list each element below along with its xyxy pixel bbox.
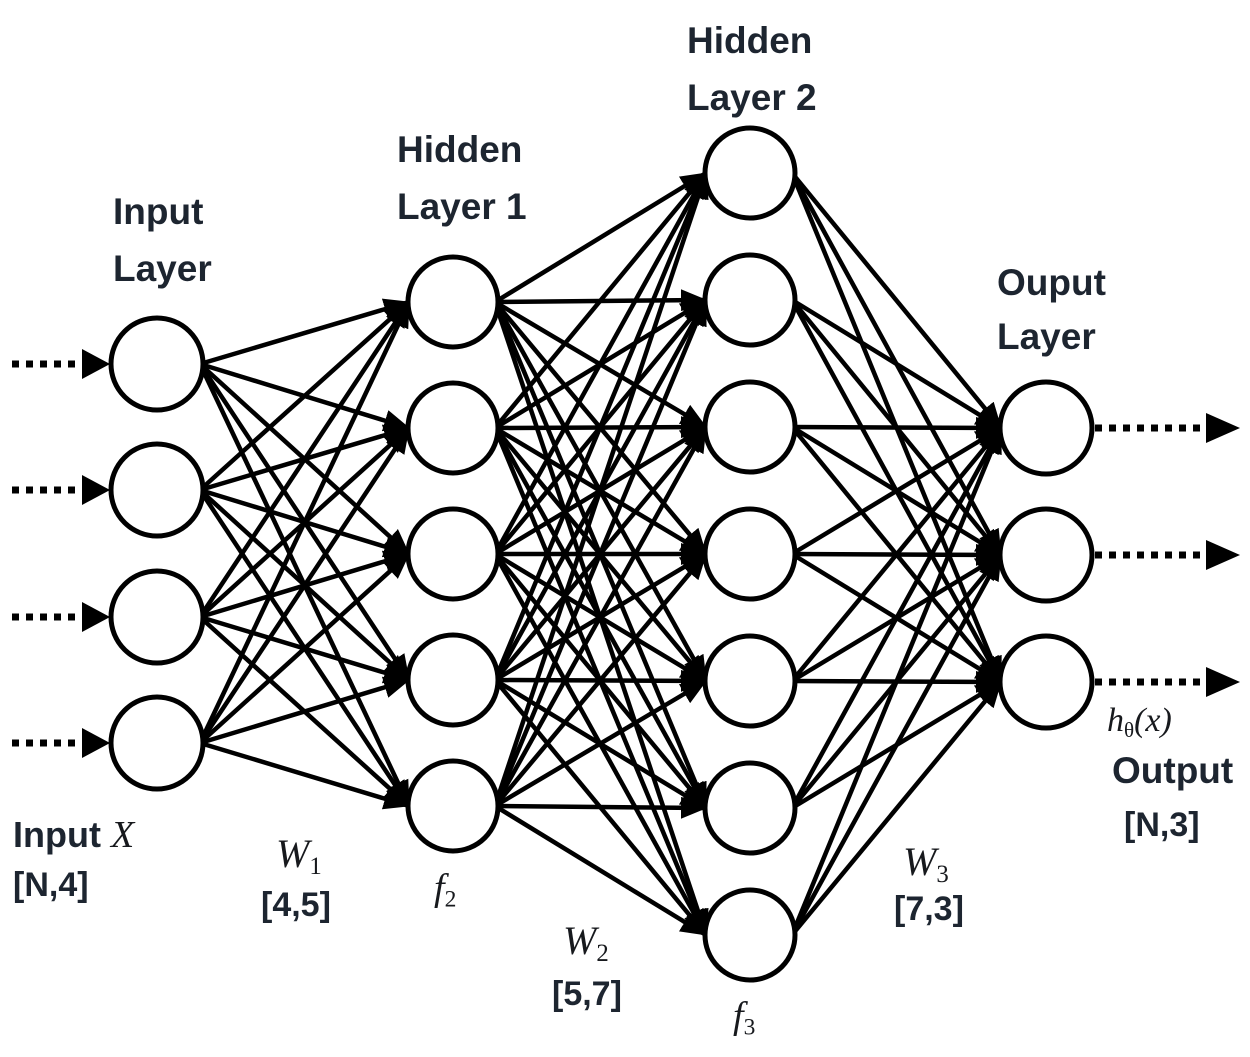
output-layer-title: Ouput Layer [997,256,1106,364]
weight-2-subscript: 2 [596,939,609,967]
output-arrowhead-icon [1206,413,1240,443]
input-arrowhead-icon [82,602,110,632]
hidden-layer-2-title: Hidden Layer 2 [687,12,817,126]
output-arrowhead-icon [1206,540,1240,570]
neuron-hidden-layer-1-1 [405,254,501,350]
neuron-output-layer-3 [997,633,1095,731]
output-formula-main: h [1107,702,1124,739]
connection-edge-hidden-layer-2-to-output-layer [790,426,1003,683]
weight-3-label: W3 [903,838,949,888]
connection-edge-hidden-layer-2-to-output-layer [790,426,1003,556]
connection-edge-hidden-layer-2-to-output-layer [790,171,1003,430]
connection-edge-hidden-layer-2-to-output-layer [789,427,1004,936]
activation-2-symbol: f [434,867,445,909]
connection-edge-hidden-layer-1-to-hidden-layer-2 [493,171,708,304]
connection-edge-hidden-layer-1-to-hidden-layer-2 [493,679,708,808]
activation-3-subscript: 3 [743,1014,756,1041]
connection-edge-hidden-layer-2-to-output-layer [790,298,1003,430]
weight-1-symbol: W [276,831,310,876]
output-arrowhead-icon [1206,667,1240,697]
connection-edge-input-layer-to-hidden-layer-1 [199,298,410,367]
activation-3-label: f3 [733,994,756,1041]
weight-1-label: W1 [276,830,322,880]
output-layer-title-line1: Ouput [997,262,1106,303]
input-layer-title-line1: Input [113,191,204,232]
connection-edge-hidden-layer-1-to-hidden-layer-2 [493,425,708,808]
connection-edge-hidden-layer-1-to-hidden-layer-2 [493,804,708,937]
hidden-layer-2-title-line1: Hidden [687,20,813,61]
input-arrowhead-icon [82,475,110,505]
neuron-input-layer-4 [108,694,206,792]
connection-edge-hidden-layer-2-to-output-layer [790,680,1003,937]
activation-3-symbol: f [733,995,744,1037]
neuron-input-layer-1 [108,315,206,413]
connection-edge-input-layer-to-hidden-layer-1 [199,740,410,810]
weight-2-dims: [5,7] [552,975,622,1013]
neuron-hidden-layer-1-5 [405,758,501,854]
weight-3-dims: [7,3] [894,890,964,928]
output-layer-title-line2: Layer [997,316,1096,357]
output-dims-label: [N,3] [1124,806,1200,844]
connection-edge-hidden-layer-1-to-hidden-layer-2 [493,171,708,556]
neuron-hidden-layer-2-1 [702,125,798,221]
connection-edge-hidden-layer-1-to-hidden-layer-2 [493,171,708,430]
output-formula-rest: (x) [1134,702,1172,739]
activation-2-label: f2 [434,866,457,913]
output-formula-subscript: θ [1124,717,1135,742]
hidden-layer-1-title-line1: Hidden [397,129,523,170]
weight-2-label: W2 [563,917,609,967]
neuron-hidden-layer-2-5 [702,633,798,729]
neuron-input-layer-2 [108,441,206,539]
input-matrix-label: Input X [13,813,134,857]
output-word-label: Output [1112,750,1234,791]
connection-edge-input-layer-to-hidden-layer-1 [197,301,412,744]
output-formula-label: hθ(x) [1107,702,1172,740]
neuron-nodes [108,125,1095,983]
connection-edge-input-layer-to-hidden-layer-1 [198,426,411,745]
input-matrix-word: Input [13,814,111,855]
connection-edge-hidden-layer-2-to-output-layer [790,553,1003,937]
hidden-layer-1-title-line2: Layer 1 [397,186,527,227]
connection-edge-hidden-layer-2-to-output-layer [791,416,1002,439]
neuron-hidden-layer-2-6 [702,760,798,856]
input-layer-title: Input Layer [113,183,212,297]
neuron-hidden-layer-1-3 [405,506,501,602]
input-matrix-dims: [N,4] [13,866,89,904]
neuron-output-layer-2 [997,506,1095,604]
weight-1-dims: [4,5] [261,886,331,924]
connection-edge-input-layer-to-hidden-layer-1 [198,300,411,619]
connection-edge-hidden-layer-1-to-hidden-layer-2 [492,299,709,807]
weight-1-subscript: 1 [309,852,322,880]
neuron-hidden-layer-1-2 [405,380,501,476]
connection-edge-hidden-layer-1-to-hidden-layer-2 [492,172,709,807]
weight-3-subscript: 3 [936,860,949,888]
io-arrows [12,349,1240,758]
connection-edges [197,171,1004,937]
connection-edge-hidden-layer-1-to-hidden-layer-2 [494,796,707,819]
connection-edge-hidden-layer-2-to-output-layer [790,426,1003,810]
hidden-layer-1-title: Hidden Layer 1 [397,121,527,235]
neuron-hidden-layer-2-4 [702,506,798,602]
weight-3-symbol: W [903,839,937,884]
input-layer-title-line2: Layer [113,248,212,289]
input-matrix-symbol: X [110,814,135,856]
neuron-hidden-layer-2-2 [702,252,798,348]
hidden-layer-2-title-line2: Layer 2 [687,77,817,118]
input-arrowhead-icon [82,728,110,758]
connection-edge-input-layer-to-hidden-layer-1 [198,300,411,492]
weight-2-symbol: W [563,918,597,963]
connection-edge-hidden-layer-1-to-hidden-layer-2 [493,552,708,808]
connection-edge-input-layer-to-hidden-layer-1 [199,676,410,746]
input-arrowhead-icon [82,349,110,379]
connection-edge-input-layer-to-hidden-layer-1 [198,552,411,745]
connection-edge-hidden-layer-1-to-hidden-layer-2 [492,172,709,681]
activation-2-subscript: 2 [444,886,457,913]
neuron-hidden-layer-2-3 [702,379,798,475]
neuron-output-layer-1 [997,379,1095,477]
neuron-hidden-layer-2-7 [702,887,798,983]
neuron-input-layer-3 [108,568,206,666]
neuron-hidden-layer-1-4 [405,632,501,728]
